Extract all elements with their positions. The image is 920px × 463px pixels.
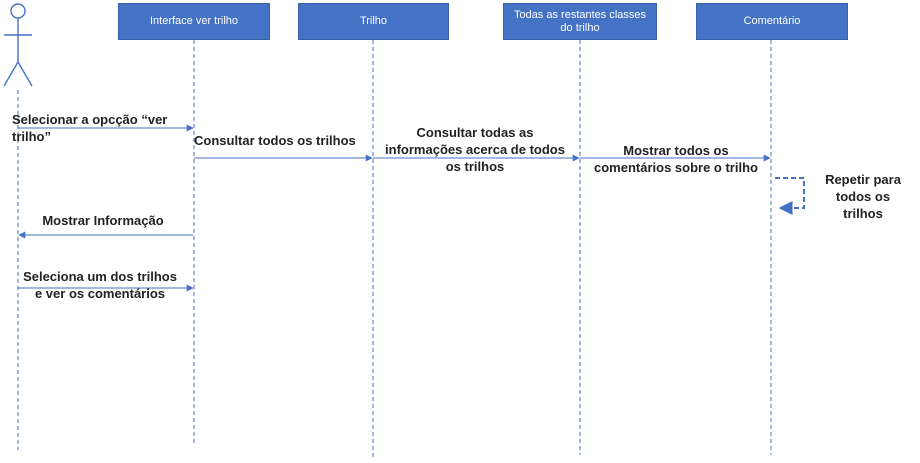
loop-label: Repetir para todos os trilhos: [825, 172, 901, 221]
participant-label: Comentário: [743, 15, 801, 27]
message-label-6: Seleciona um dos trilhos e ver os coment…: [23, 269, 177, 301]
participant-interface: Interface ver trilho: [118, 3, 270, 40]
message-label-3: Consultar todas as informações acerca de…: [385, 125, 565, 174]
message-label-2: Consultar todos os trilhos: [194, 133, 356, 148]
actor-icon: [3, 3, 33, 87]
participant-restantes: Todas as restantes classes do trilho: [503, 3, 657, 40]
participant-label: Interface ver trilho: [149, 15, 239, 27]
loop-arrow: [775, 177, 805, 215]
message-label-5: Mostrar Informação: [42, 213, 164, 228]
message-label-4: Mostrar todos os comentários sobre o tri…: [594, 143, 758, 175]
message-label-1: Selecionar a opcção “ver trilho”: [12, 112, 168, 144]
participant-trilho: Trilho: [298, 3, 449, 40]
participant-comentario: Comentário: [696, 3, 848, 40]
participant-label: Trilho: [359, 15, 388, 27]
participant-label: Todas as restantes classes do trilho: [513, 8, 647, 34]
